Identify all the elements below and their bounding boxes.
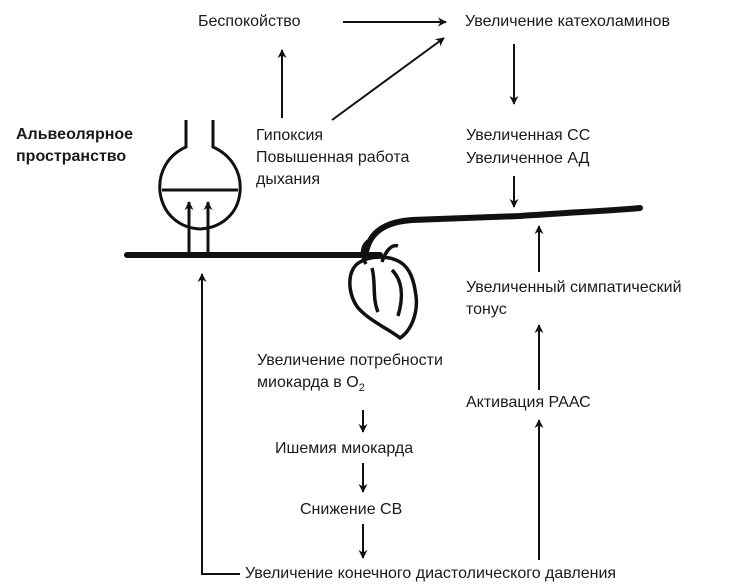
label-alveolar-space-2: пространство bbox=[16, 146, 126, 168]
label-heart-rate: Увеличенная СС bbox=[466, 125, 590, 147]
label-cardiac-output: Снижение СВ bbox=[300, 499, 402, 521]
o2-subscript: 2 bbox=[359, 382, 365, 394]
label-sympathetic-tone-1: Увеличенный симпатический bbox=[466, 277, 682, 299]
arrow-edp-to-alveolus bbox=[202, 274, 240, 574]
label-work-of-breathing-1: Повышенная работа bbox=[256, 147, 409, 169]
label-blood-pressure: Увеличенное АД bbox=[466, 148, 589, 170]
arrow-hypoxia-to-catecholamines bbox=[332, 38, 444, 120]
label-o2-demand-2: миокарда в O2 bbox=[257, 372, 365, 395]
label-hypoxia: Гипоксия bbox=[256, 125, 323, 147]
label-work-of-breathing-2: дыхания bbox=[256, 169, 320, 191]
alveolus-icon bbox=[160, 120, 240, 253]
label-anxiety: Беспокойство bbox=[198, 11, 301, 33]
o2-demand-text: миокарда в O bbox=[257, 374, 359, 391]
label-ischemia: Ишемия миокарда bbox=[275, 438, 413, 460]
vessel-line bbox=[366, 208, 640, 252]
label-edp: Увеличение конечного диастолического дав… bbox=[245, 563, 616, 585]
label-sympathetic-tone-2: тонус bbox=[466, 299, 507, 321]
label-catecholamines: Увеличение катехоламинов bbox=[465, 11, 670, 33]
label-raas: Активация РААС bbox=[466, 392, 591, 414]
label-o2-demand-1: Увеличение потребности bbox=[257, 350, 443, 372]
label-alveolar-space-1: Альвеолярное bbox=[16, 124, 133, 146]
